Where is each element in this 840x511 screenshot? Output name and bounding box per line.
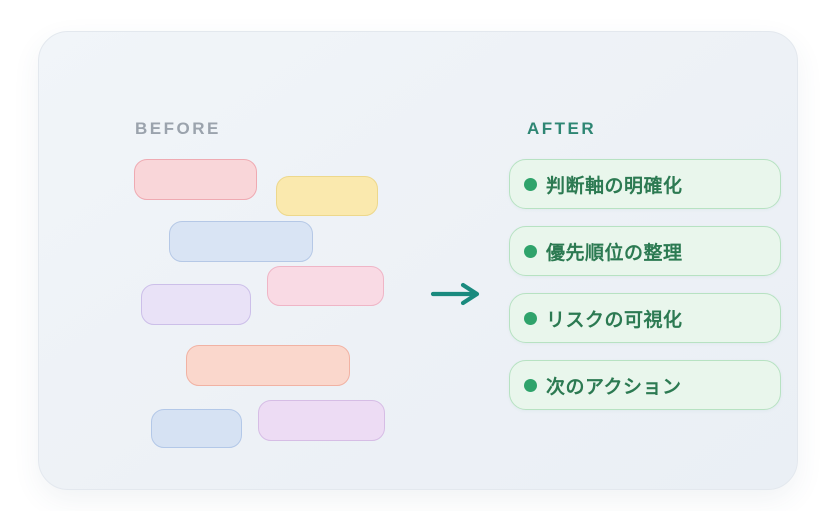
after-label: AFTER xyxy=(527,119,597,138)
before-block-lilac xyxy=(258,400,385,441)
before-block-yellow xyxy=(276,176,378,216)
bullet-dot-icon xyxy=(524,177,537,191)
after-item-label: リスクの可視化 xyxy=(546,309,683,331)
after-item-label: 優先順位の整理 xyxy=(546,242,683,264)
before-after-card: BEFORE AFTER 判断軸の明確化 優先順位の整理 xyxy=(38,31,798,490)
before-block-rose xyxy=(267,266,384,306)
right-arrow-path xyxy=(430,282,480,306)
before-block-lavender xyxy=(141,284,251,325)
bullet-dot-icon xyxy=(524,378,537,392)
after-item: 次のアクション xyxy=(509,360,781,410)
before-block-blue xyxy=(169,221,313,262)
right-arrow-icon xyxy=(429,281,487,307)
before-label: BEFORE xyxy=(135,119,221,138)
before-block-salmon xyxy=(186,345,350,386)
after-item-label: 判断軸の明確化 xyxy=(546,175,683,197)
bullet-dot-icon xyxy=(524,311,537,325)
bullet-dot-icon xyxy=(524,244,537,258)
before-block-pink xyxy=(134,159,257,200)
after-item: 判断軸の明確化 xyxy=(509,159,781,209)
after-item: 優先順位の整理 xyxy=(509,226,781,276)
after-item-label: 次のアクション xyxy=(546,376,682,398)
after-list: 判断軸の明確化 優先順位の整理 リスクの可視化 次のアクション xyxy=(509,159,781,410)
before-block-small-blue xyxy=(151,409,242,448)
after-item: リスクの可視化 xyxy=(509,293,781,343)
